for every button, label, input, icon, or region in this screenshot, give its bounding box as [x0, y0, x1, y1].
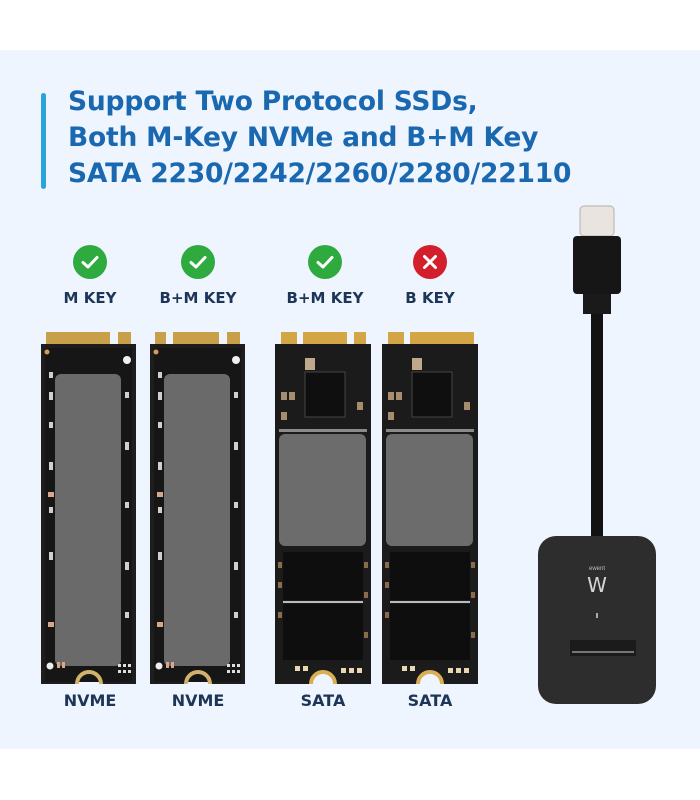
svg-text:ewent: ewent: [589, 566, 605, 572]
supported-badge-1: [73, 245, 107, 279]
usb-c-ssd-reader-image: ewent W: [538, 205, 656, 704]
supported-badge-3: [308, 245, 342, 279]
check-icon: [81, 256, 99, 269]
key-label-1: M KEY: [63, 289, 117, 307]
supported-badge-2: [181, 245, 215, 279]
check-icon: [189, 256, 207, 269]
accent-bar: [41, 93, 46, 189]
key-label-4: B KEY: [405, 289, 455, 307]
sata-ssd-image-1: [275, 332, 371, 685]
type-label-3: SATA: [300, 691, 346, 710]
type-label-1: NVME: [63, 691, 117, 710]
nvme-ssd-image-1: [41, 332, 136, 685]
svg-text:W: W: [587, 573, 607, 597]
sata-ssd-image-2: [382, 332, 478, 685]
unsupported-badge: [413, 245, 447, 279]
headline-line-2: Both M-Key NVMe and B+M Key: [68, 122, 539, 153]
headline: Support Two Protocol SSDs, Both M-Key NV…: [68, 84, 571, 192]
key-label-2: B+M KEY: [159, 289, 237, 307]
key-label-3: B+M KEY: [286, 289, 364, 307]
headline-line-1: Support Two Protocol SSDs,: [68, 86, 478, 117]
nvme-ssd-image-2: [150, 332, 245, 685]
type-label-2: NVME: [171, 691, 225, 710]
x-icon: [423, 255, 437, 269]
headline-line-3: SATA 2230/2242/2260/2280/22110: [68, 158, 572, 189]
check-icon: [316, 256, 334, 269]
type-label-4: SATA: [407, 691, 453, 710]
